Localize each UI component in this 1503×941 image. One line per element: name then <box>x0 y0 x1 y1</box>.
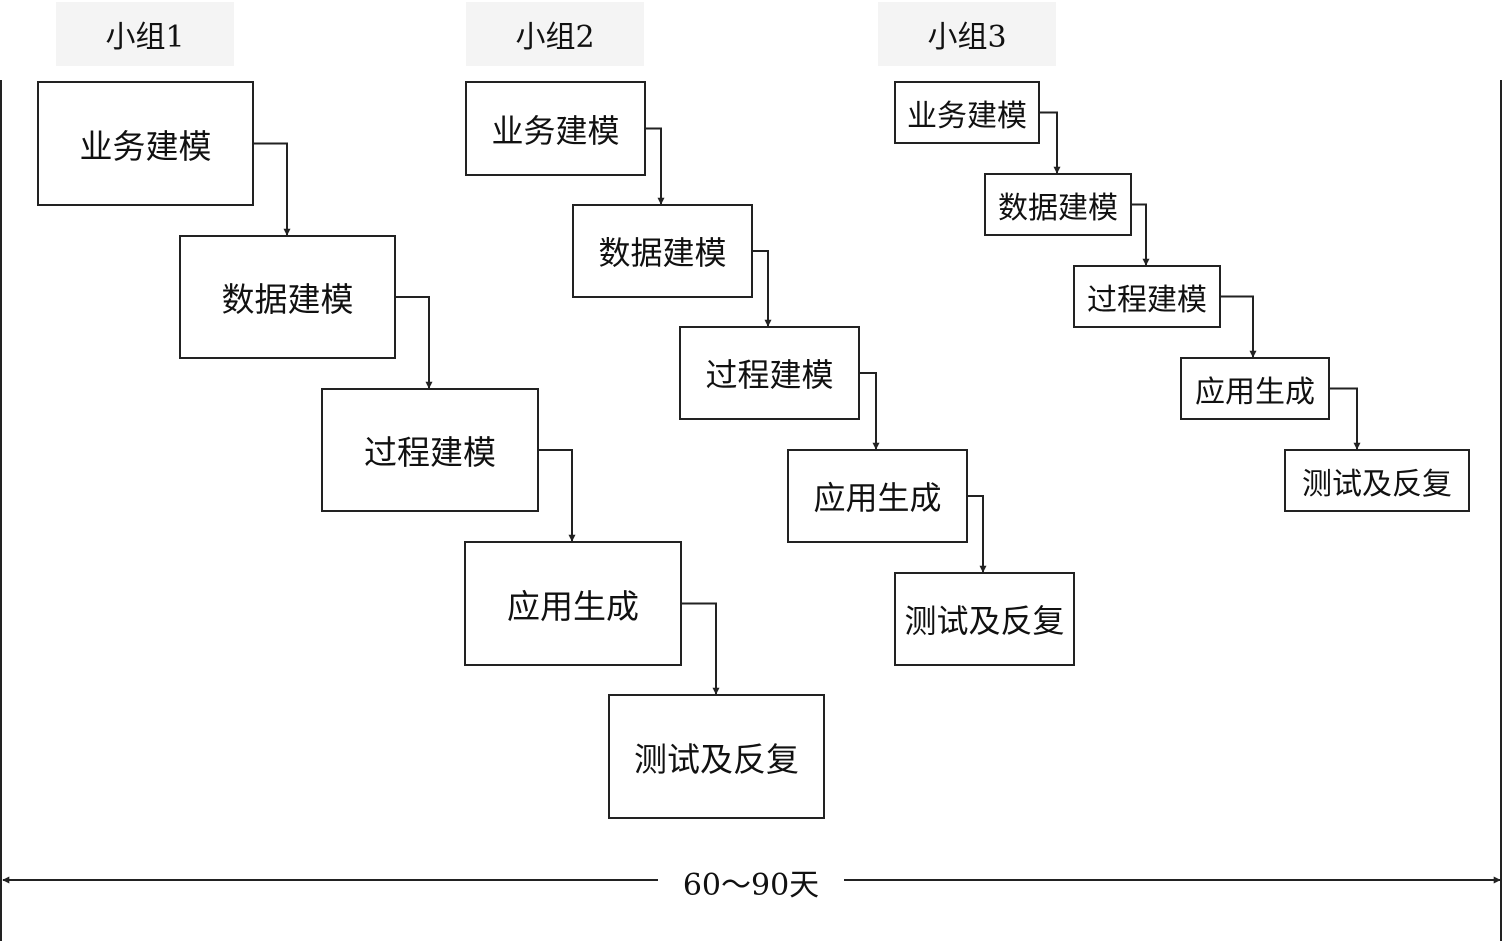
group-1-step-process-modeling: 过程建模 <box>321 388 539 512</box>
step-label: 业务建模 <box>907 98 1027 134</box>
group-3-step-process-modeling: 过程建模 <box>1073 265 1221 328</box>
g2-connector-3 <box>860 372 880 450</box>
step-label: 数据建模 <box>598 234 727 272</box>
left-boundary-line <box>0 80 2 941</box>
group-1-step-data-modeling: 数据建模 <box>179 235 396 359</box>
step-label: 业务建模 <box>491 111 620 150</box>
step-label: 测试及反复 <box>1302 466 1452 502</box>
group-1-step-application-generation: 应用生成 <box>464 541 682 666</box>
group-2-step-process-modeling: 过程建模 <box>679 326 860 420</box>
step-label: 应用生成 <box>1195 374 1315 410</box>
g2-connector-2 <box>753 250 772 327</box>
duration-label: 60～90天 <box>658 860 844 904</box>
g1-connector-3 <box>539 449 576 542</box>
step-label: 测试及反复 <box>904 602 1065 640</box>
step-label: 过程建模 <box>1087 282 1207 318</box>
step-label: 业务建模 <box>79 126 212 166</box>
g2-connector-4 <box>968 495 987 573</box>
g3-connector-4 <box>1330 387 1361 450</box>
right-boundary-line <box>1500 80 1502 941</box>
g3-connector-3 <box>1221 295 1257 358</box>
step-label: 应用生成 <box>813 479 942 517</box>
group-3-step-data-modeling: 数据建模 <box>984 173 1132 236</box>
group-2-header: 小组2 <box>466 2 644 66</box>
g2-connector-1 <box>646 127 665 205</box>
step-label: 过程建模 <box>364 433 496 472</box>
group-2-step-data-modeling: 数据建模 <box>572 204 753 298</box>
g3-connector-1 <box>1040 111 1061 174</box>
g1-connector-1 <box>254 142 291 236</box>
step-label: 数据建模 <box>221 280 354 319</box>
group-2-step-business-modeling: 业务建模 <box>465 81 646 176</box>
group-1-step-testing-iteration: 测试及反复 <box>608 694 825 819</box>
group-2-step-testing-iteration: 测试及反复 <box>894 572 1075 666</box>
group-2-step-application-generation: 应用生成 <box>787 449 968 543</box>
g1-connector-2 <box>396 296 433 389</box>
step-label: 过程建模 <box>705 356 834 394</box>
step-label: 测试及反复 <box>634 739 799 779</box>
group-1-header: 小组1 <box>56 2 234 66</box>
g1-connector-4 <box>682 602 720 695</box>
group-1-step-business-modeling: 业务建模 <box>37 81 254 206</box>
g3-connector-2 <box>1132 203 1150 266</box>
step-label: 应用生成 <box>507 586 639 626</box>
group-3-header: 小组3 <box>878 2 1056 66</box>
step-label: 数据建模 <box>998 190 1118 226</box>
group-3-step-business-modeling: 业务建模 <box>894 81 1040 144</box>
group-3-step-testing-iteration: 测试及反复 <box>1284 449 1470 512</box>
group-3-step-application-generation: 应用生成 <box>1180 357 1330 420</box>
